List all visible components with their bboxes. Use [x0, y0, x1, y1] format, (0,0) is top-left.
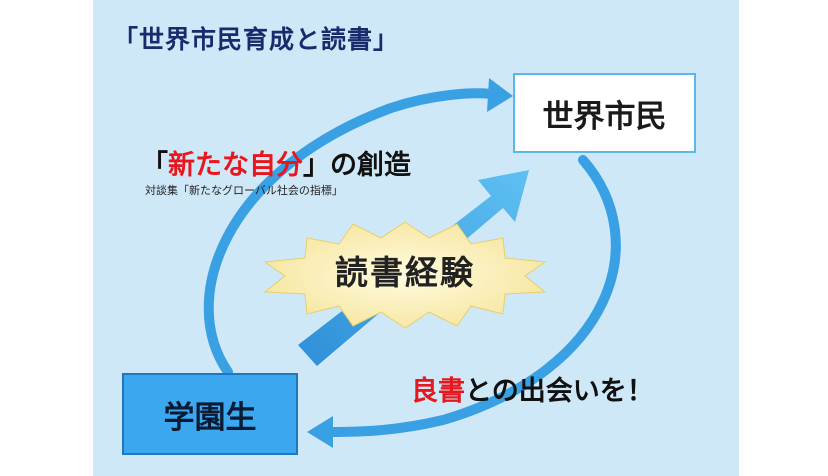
creation-rest: 」の創造	[303, 150, 411, 181]
reading-experience-label: 読書経験	[335, 253, 475, 292]
left-cycle-arrow	[203, 78, 513, 377]
right-cycle-arrow	[307, 155, 621, 448]
slide-title: 「世界市民育成と読書」	[113, 25, 400, 54]
experience-starburst	[263, 221, 547, 329]
open-bracket: 「	[141, 150, 168, 181]
slide: 「世界市民育成と読書」 世界市民 学園生 「新たな自分」の創造 対談集「新たなグ…	[93, 0, 739, 476]
reading-experience-node: 読書経験	[255, 220, 555, 320]
creation-caption: 「新たな自分」の創造	[141, 143, 411, 182]
dialogue-source-caption: 対談集「新たなグローバル社会の指標」	[145, 184, 343, 197]
good-books-caption: 良書との出会いを！	[411, 369, 654, 408]
meet-rest: との出会いを！	[465, 376, 654, 407]
new-self-highlight: 新たな自分	[168, 150, 303, 181]
good-books-highlight: 良書	[411, 376, 465, 407]
student-box: 学園生	[122, 373, 298, 455]
cycle-arrows	[203, 78, 621, 448]
world-citizen-box: 世界市民	[513, 73, 696, 153]
